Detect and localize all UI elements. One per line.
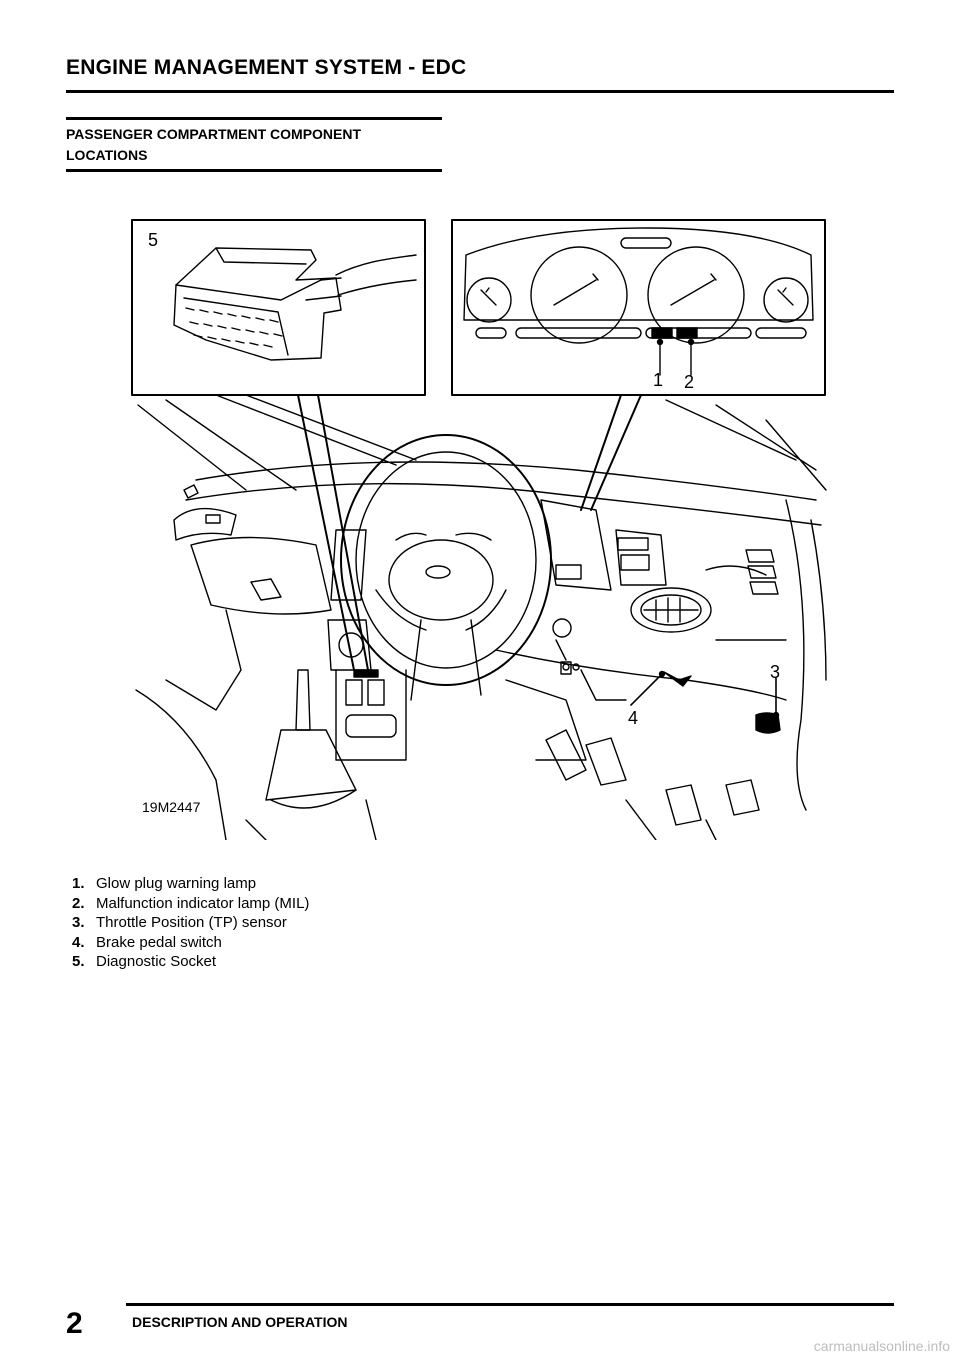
legend-list: 1. Glow plug warning lamp 2. Malfunction i… (72, 874, 309, 972)
dashboard-illustration: 5 1 2 (66, 200, 836, 840)
watermark: carmanualsonline.info (813, 1338, 950, 1354)
callout-1: 1 (653, 370, 663, 390)
legend-item: 2. Malfunction indicator lamp (MIL) (72, 894, 309, 914)
page-number: 2 (66, 1307, 83, 1340)
legend-text: Glow plug warning lamp (96, 875, 257, 892)
legend-number: 3. (72, 914, 85, 932)
callout-4: 4 (628, 708, 638, 728)
section-title: PASSENGER COMPARTMENT COMPONENT LOCATION… (66, 124, 442, 166)
callout-2: 2 (684, 372, 694, 392)
inset-instrument-cluster: 1 2 (451, 219, 826, 396)
section-title-line1: PASSENGER COMPARTMENT COMPONENT (66, 126, 362, 142)
legend-item: 1. Glow plug warning lamp (72, 874, 309, 894)
callout-3: 3 (770, 662, 780, 682)
callout-5: 5 (148, 230, 158, 250)
footer-section-name: DESCRIPTION AND OPERATION (132, 1314, 348, 1330)
section-rule-bottom (66, 169, 442, 172)
legend-text: Throttle Position (TP) sensor (96, 914, 287, 932)
legend-number: 1. (72, 875, 85, 892)
legend-number: 4. (72, 933, 85, 951)
footer-rule (126, 1303, 894, 1306)
inset-diagnostic-socket: 5 (131, 219, 426, 396)
legend-item: 3. Throttle Position (TP) sensor (72, 913, 309, 933)
legend-item: 4. Brake pedal switch (72, 933, 309, 953)
legend-item: 5. Diagnostic Socket (72, 952, 309, 972)
legend-number: 5. (72, 953, 85, 971)
section-rule-top (66, 117, 442, 120)
section-title-line2: LOCATIONS (66, 147, 148, 163)
dashboard-scene: 4 3 19M2447 (135, 394, 827, 840)
page-header-title: ENGINE MANAGEMENT SYSTEM - EDC (66, 56, 467, 79)
legend-number: 2. (72, 894, 85, 912)
header-rule (66, 90, 894, 93)
legend-text: Brake pedal switch (96, 933, 222, 951)
figure-id: 19M2447 (142, 799, 201, 815)
legend-text: Malfunction indicator lamp (MIL) (96, 894, 310, 912)
legend-text: Diagnostic Socket (96, 953, 217, 971)
